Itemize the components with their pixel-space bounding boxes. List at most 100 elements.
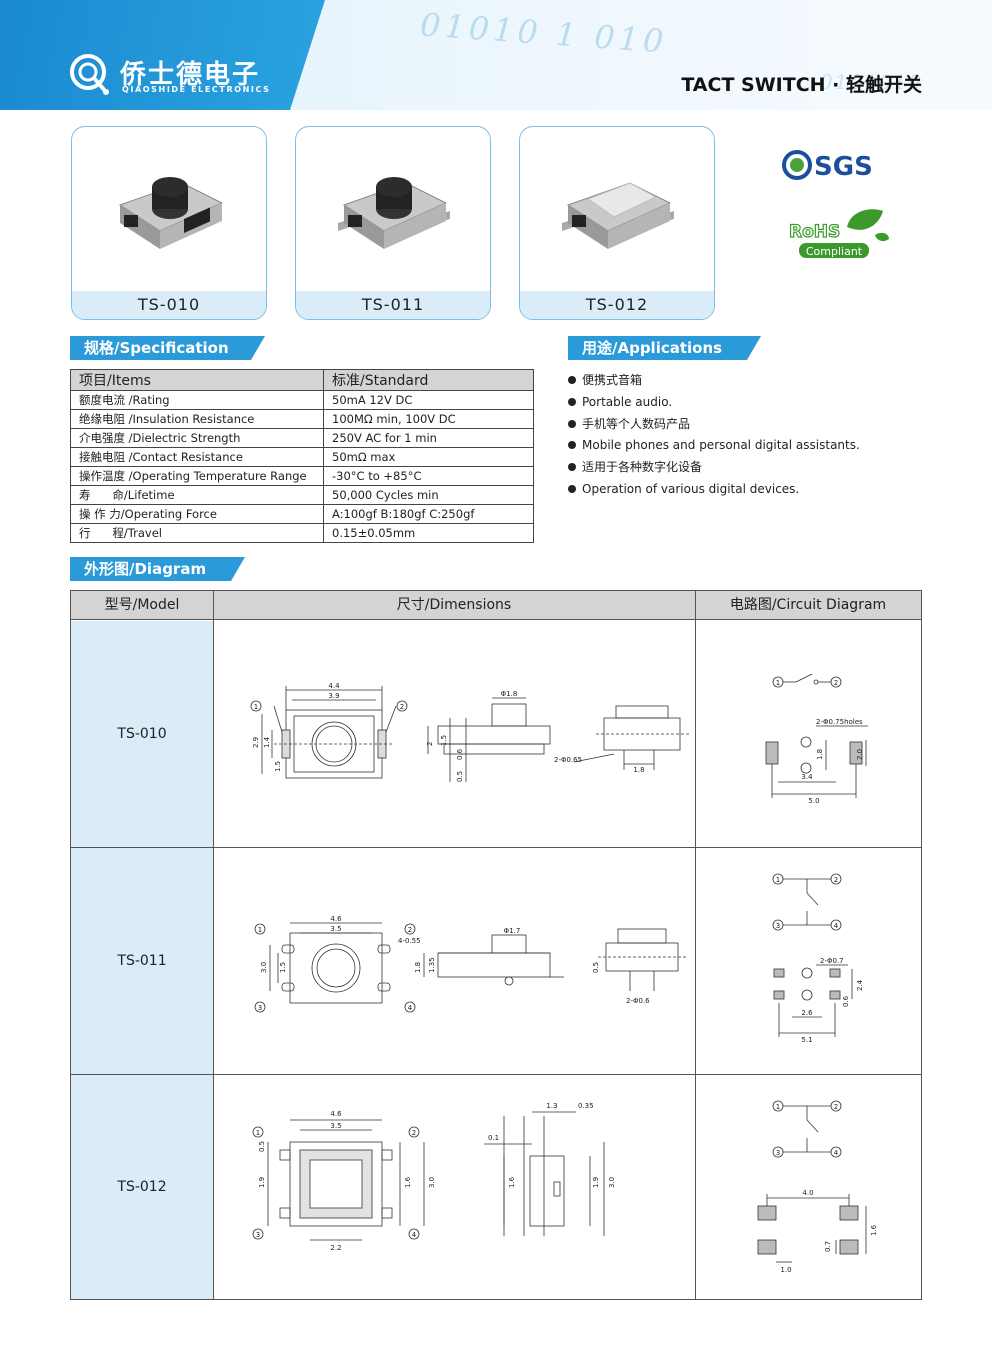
col-circuit: 电路图/Circuit Diagram bbox=[695, 591, 921, 620]
row-divider bbox=[71, 1074, 921, 1075]
pin-label: 1 bbox=[258, 926, 262, 934]
pin-label: 4 bbox=[408, 1004, 413, 1012]
pin-label: 1 bbox=[256, 1129, 260, 1137]
dim-width-inner: 3.5 bbox=[330, 925, 341, 933]
product-photo-ts-012 bbox=[562, 182, 674, 249]
page-title: TACT SWITCH · 轻触开关 bbox=[681, 74, 922, 96]
column-divider bbox=[695, 591, 696, 1299]
pin-label: 2 bbox=[408, 926, 412, 934]
row-divider bbox=[71, 847, 921, 848]
dim-pad: 1.5 bbox=[274, 761, 282, 772]
spec-standard: -30°C to +85°C bbox=[323, 466, 534, 486]
sgs-logo: SGS bbox=[782, 150, 873, 182]
dimension-drawing-ts-012: 1 2 3 4 4.6 3.5 0.5 1.9 1.6 3.0 2.2 1.3 … bbox=[252, 1102, 616, 1252]
list-item: 便携式音箱 bbox=[568, 372, 860, 394]
pin-label: 3 bbox=[776, 1149, 780, 1157]
circuit-diagram-ts-012: 1 2 3 4 4.0 1.6 0.7 1.0 bbox=[757, 1100, 878, 1274]
column-divider bbox=[213, 591, 214, 1299]
dim-height-inner: 1.4 bbox=[263, 736, 271, 748]
circuit-height-2: 0.7 bbox=[824, 1241, 832, 1252]
dim-height: 1.9 bbox=[258, 1177, 266, 1188]
product-photo-ts-011 bbox=[338, 177, 450, 249]
circuit-diagram-ts-010: 1 2 2-Φ0.75holes 1.8 2.0 3.4 5.0 bbox=[765, 673, 868, 805]
header-banner: 01010 1 010 0101010 侨士德电子 QIAOSHIDE ELEC… bbox=[0, 0, 992, 110]
dim-side-body: 1.5 bbox=[440, 735, 448, 746]
diagram-tab: 外形图/Diagram bbox=[70, 557, 245, 581]
product-card-ts-011: TS-011 bbox=[295, 126, 491, 320]
circuit-dim-1: 0.6 bbox=[842, 995, 850, 1007]
dim-side-height: 1.8 bbox=[414, 962, 422, 973]
table-header-row: 项目/Items 标准/Standard bbox=[70, 369, 534, 391]
dim-holes: 2-Φ0.6 bbox=[626, 997, 650, 1005]
pin-label: 1 bbox=[776, 1103, 780, 1111]
dim-bottom: 2.2 bbox=[330, 1244, 341, 1252]
pin-label: 4 bbox=[834, 1149, 839, 1157]
specification-tab: 规格/Specification bbox=[70, 336, 265, 360]
rohs-text: RoHS bbox=[789, 222, 840, 242]
spec-item: 额度电流 /Rating bbox=[70, 390, 324, 410]
spec-standard: 100MΩ min, 100V DC bbox=[323, 409, 534, 429]
dimension-drawing-ts-010: 1 2 4.4 3.9 2.9 1.4 1.5 Φ1.8 2 1.5 0.6 0… bbox=[250, 682, 690, 782]
pin-label: 1 bbox=[254, 703, 258, 711]
circuit-width-outer: 5.1 bbox=[801, 1036, 812, 1044]
list-item: Mobile phones and personal digital assis… bbox=[568, 437, 860, 459]
circuit-width-outer: 5.0 bbox=[808, 797, 819, 805]
model-cell-ts-010: TS-010 bbox=[71, 621, 213, 847]
circuit-width-inner: 2.6 bbox=[801, 1009, 813, 1017]
sgs-text: SGS bbox=[814, 152, 873, 182]
model-cell-ts-011: TS-011 bbox=[71, 848, 213, 1074]
circuit-holes: 2-Φ0.7 bbox=[820, 957, 844, 965]
dim-height-outer: 3.0 bbox=[428, 1177, 436, 1188]
spec-item: 介电强度 /Dielectric Strength bbox=[70, 428, 324, 448]
header-brand-panel bbox=[0, 0, 325, 110]
pin-label: 2 bbox=[400, 703, 404, 711]
dim-width-outer: 4.6 bbox=[330, 1110, 342, 1118]
dim-holes: 2-Φ0.65 bbox=[554, 756, 582, 764]
applications-tab: 用途/Applications bbox=[568, 336, 761, 360]
spec-standard: 50mA 12V DC bbox=[323, 390, 534, 410]
rohs-compliant-text: Compliant bbox=[806, 245, 863, 258]
col-standard: 标准/Standard bbox=[323, 369, 534, 391]
dim-width-inner: 3.9 bbox=[328, 692, 339, 700]
dim-side-h3: 3.0 bbox=[608, 1177, 616, 1188]
product-label: TS-010 bbox=[72, 291, 266, 319]
dimension-drawing-ts-011: 1 2 3 4 4.6 3.5 3.0 1.5 4-0.55 Φ1.7 1.8 … bbox=[254, 915, 688, 1013]
product-label: TS-011 bbox=[296, 291, 490, 319]
product-card-ts-012: TS-012 bbox=[519, 126, 715, 320]
list-item: 适用于各种数字化设备 bbox=[568, 459, 860, 481]
spec-standard: A:100gf B:180gf C:250gf bbox=[323, 504, 534, 524]
pin-label: 4 bbox=[834, 922, 839, 930]
dim-pads: 4-0.55 bbox=[398, 937, 421, 945]
dim-side-offset: 0.1 bbox=[488, 1134, 499, 1142]
circuit-height-1: 1.6 bbox=[870, 1224, 878, 1236]
circuit-width-inner: 3.4 bbox=[801, 773, 813, 781]
circuit-width: 4.0 bbox=[802, 1189, 813, 1197]
dim-side-foot: 0.5 bbox=[456, 771, 464, 782]
dim-pad: 0.5 bbox=[258, 1141, 266, 1152]
list-item: 手机等个人数码产品 bbox=[568, 416, 860, 438]
product-photo-ts-010 bbox=[118, 177, 224, 249]
brand-name-cn: 侨士德电子 bbox=[120, 60, 261, 90]
diagram-table: 型号/Model 尺寸/Dimensions 电路图/Circuit Diagr… bbox=[70, 590, 922, 1300]
col-model: 型号/Model bbox=[71, 591, 213, 620]
dim-height: 3.0 bbox=[260, 962, 268, 973]
pin-label: 1 bbox=[776, 679, 780, 687]
spec-item: 行 程/Travel bbox=[70, 523, 324, 543]
spec-item: 寿 命/Lifetime bbox=[70, 485, 324, 505]
pin-label: 1 bbox=[776, 876, 780, 884]
spec-standard: 250V AC for 1 min bbox=[323, 428, 534, 448]
dim-height-inner: 1.5 bbox=[279, 962, 287, 973]
pin-label: 2 bbox=[834, 679, 838, 687]
circuit-holes: 2-Φ0.75holes bbox=[816, 718, 863, 726]
spec-item: 绝缘电阻 /Insulation Resistance bbox=[70, 409, 324, 429]
dim-width-outer: 4.6 bbox=[330, 915, 342, 923]
col-dimensions: 尺寸/Dimensions bbox=[213, 591, 695, 620]
dim-side-h1: 1.6 bbox=[508, 1176, 516, 1188]
list-item: Portable audio. bbox=[568, 394, 860, 416]
circuit-bottom: 1.0 bbox=[780, 1266, 791, 1274]
dim-actuator-dia: Φ1.7 bbox=[504, 927, 521, 935]
dim-actuator-dia: Φ1.8 bbox=[501, 690, 518, 698]
